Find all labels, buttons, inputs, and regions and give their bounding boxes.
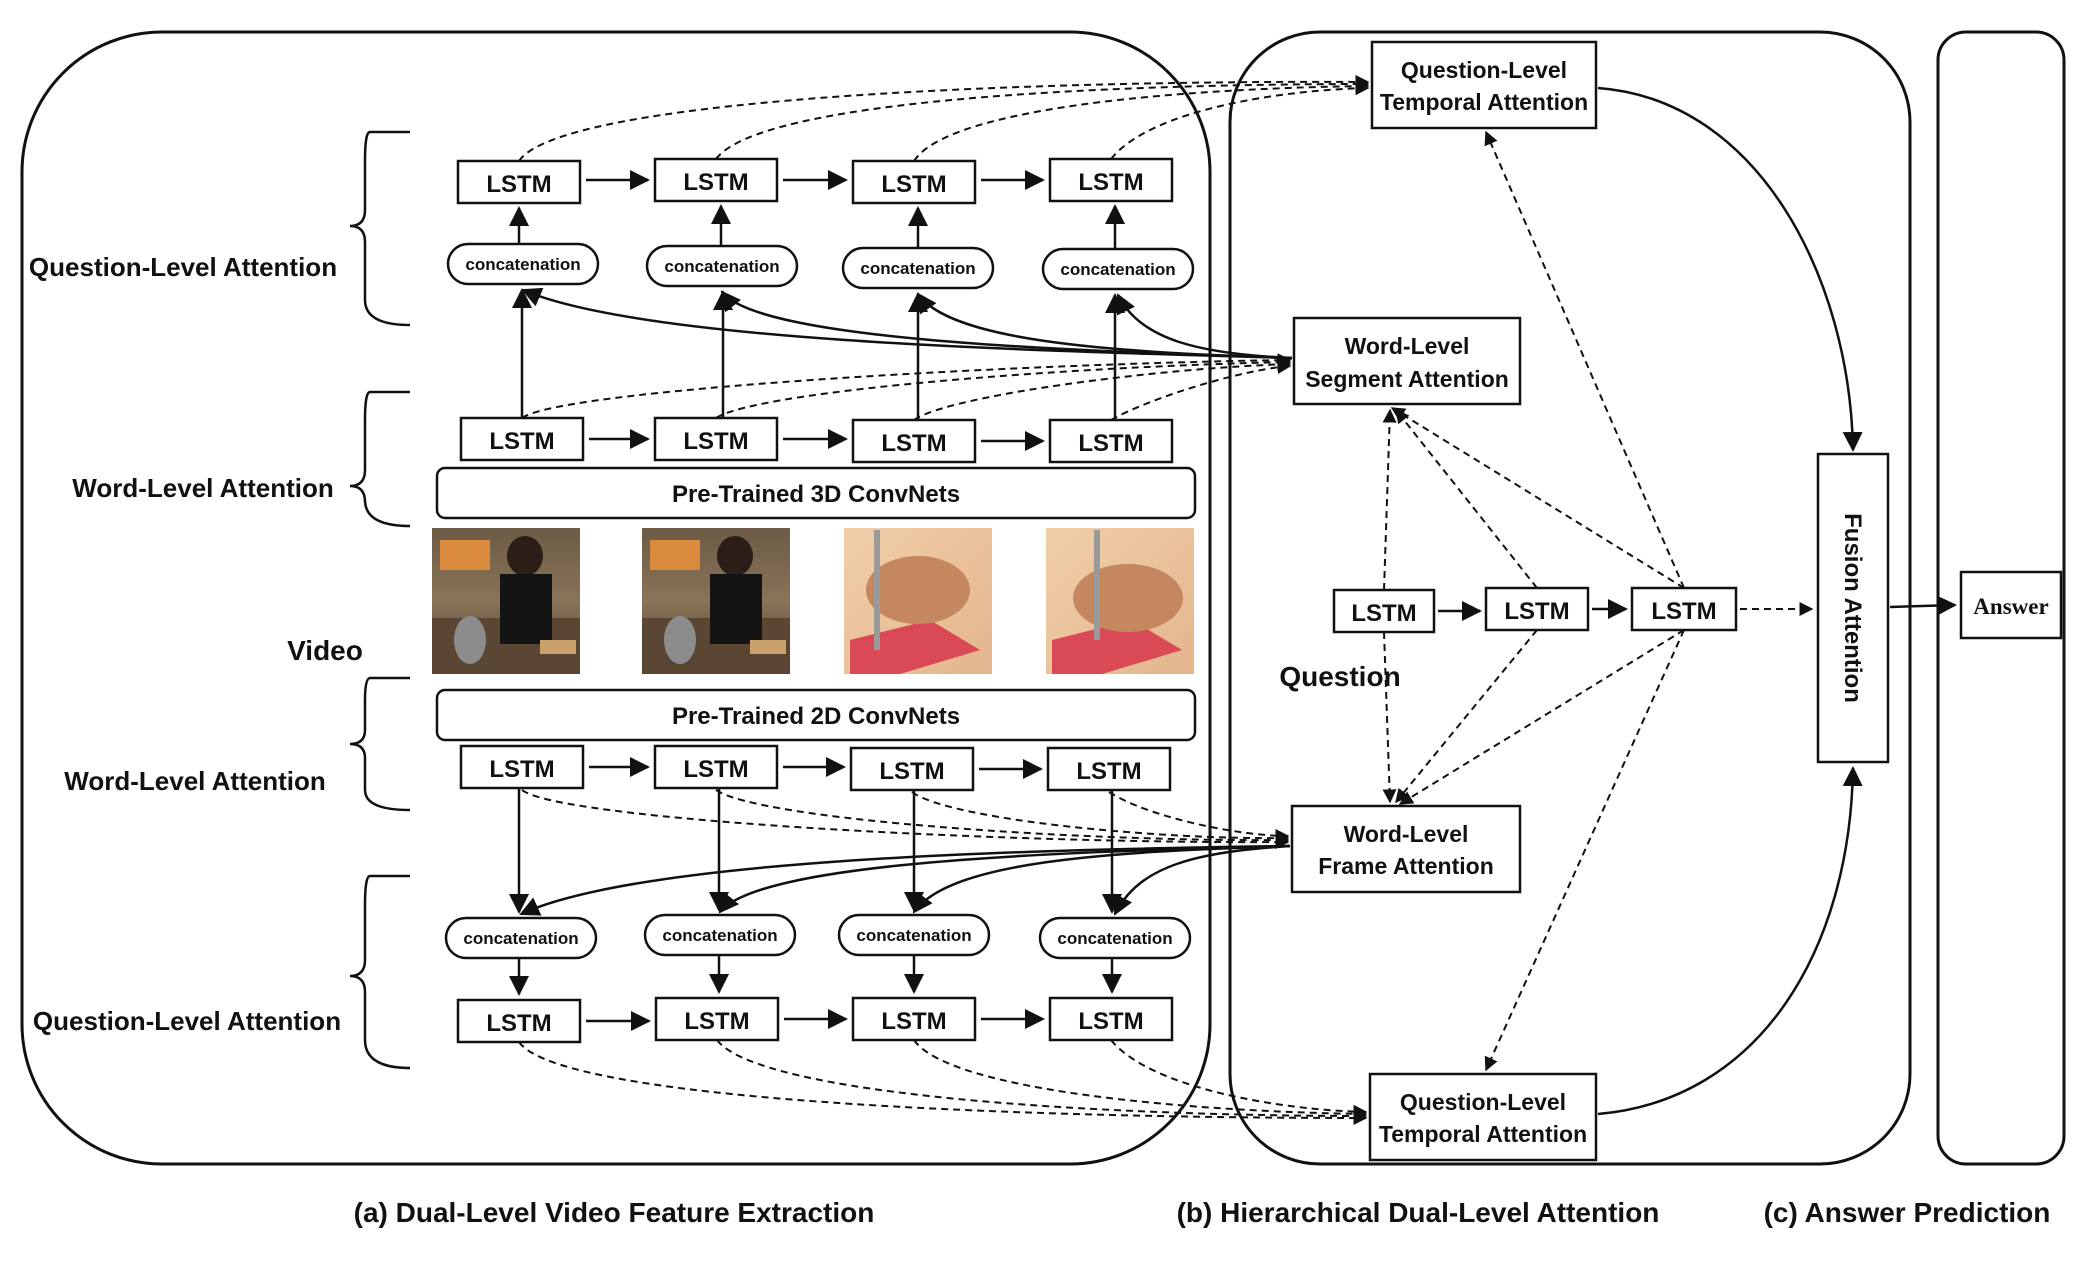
lstm-w-bottom-3: LSTM [879, 758, 944, 785]
w-frame-line2: Frame Attention [1318, 853, 1494, 879]
concat-top-1: concatenation [465, 255, 580, 274]
q-temporal-top-line1: Question-Level [1401, 57, 1567, 83]
caption-panel-c: (c) Answer Prediction [1764, 1197, 2051, 1228]
dashed-word-lstm-to-segment [521, 353, 1292, 421]
top-question-lstm-row: LSTM LSTM LSTM LSTM [456, 157, 1174, 205]
convnet-2d-label: Pre-Trained 2D ConvNets [672, 703, 960, 730]
lstm-w-top-1: LSTM [489, 428, 554, 455]
answer-box [1959, 570, 2063, 640]
concat-bottom-1: concatenation [463, 929, 578, 948]
lstm-q-bottom-1: LSTM [486, 1010, 551, 1037]
question-temporal-attention-top [1370, 40, 1598, 130]
solid-arrows-frame-to-concat [519, 844, 1291, 916]
video-frame-1 [432, 528, 580, 674]
dashed-top-lstm-to-temporal [518, 74, 1370, 162]
q-temporal-bottom-line1: Question-Level [1400, 1089, 1566, 1115]
video-frame-2 [642, 528, 790, 674]
bracket-question-bottom [349, 874, 411, 1070]
arrow-bottom-temporal-to-fusion [1597, 766, 1863, 1116]
label-question: Question [1279, 661, 1400, 692]
video-frame-4 [1046, 528, 1194, 674]
lstm-q-bottom-2: LSTM [684, 1008, 749, 1035]
solid-arrows-segment-to-concat [521, 287, 1293, 360]
label-video: Video [287, 635, 363, 666]
lstm-w-bottom-4: LSTM [1076, 758, 1141, 785]
bottom-concatenation-row: concatenation concatenation concatenatio… [444, 913, 1192, 996]
concat-bottom-2: concatenation [662, 926, 777, 945]
lstm-question-1: LSTM [1351, 600, 1416, 627]
label-word-level-top: Word-Level Attention [72, 473, 333, 503]
question-lstm-row: LSTM LSTM LSTM [1332, 586, 1738, 634]
fusion-attention-label: Fusion Attention [1839, 513, 1866, 703]
word-frame-attention [1290, 804, 1522, 894]
bottom-word-lstm-row: LSTM LSTM LSTM LSTM [459, 744, 1172, 914]
concat-top-2: concatenation [664, 257, 779, 276]
label-question-level-top: Question-Level Attention [29, 252, 337, 282]
lstm-q-top-2: LSTM [683, 169, 748, 196]
fusion-attention-box [1816, 452, 1890, 764]
bracket-word-bottom [349, 676, 411, 812]
dashed-word-lstm-to-frame [521, 789, 1290, 850]
question-temporal-attention-bottom [1368, 1072, 1598, 1162]
q-temporal-top-line2: Temporal Attention [1380, 89, 1588, 115]
lstm-w-bottom-1: LSTM [489, 756, 554, 783]
lstm-q-top-1: LSTM [486, 171, 551, 198]
word-segment-attention [1292, 316, 1522, 406]
convnet-2d-box [435, 688, 1197, 742]
w-frame-line1: Word-Level [1344, 821, 1469, 847]
lstm-w-top-2: LSTM [683, 428, 748, 455]
lstm-question-3: LSTM [1651, 598, 1716, 625]
dashed-question-to-attention [1382, 130, 1814, 1072]
bracket-question-top [349, 130, 411, 327]
w-segment-line2: Segment Attention [1305, 366, 1509, 392]
arrow-top-temporal-to-fusion [1597, 86, 1863, 452]
lstm-w-top-3: LSTM [881, 430, 946, 457]
concat-top-3: concatenation [860, 259, 975, 278]
top-word-lstm-row: LSTM LSTM LSTM LSTM [459, 288, 1174, 464]
answer-label: Answer [1973, 594, 2048, 619]
concat-top-4: concatenation [1060, 260, 1175, 279]
top-concatenation-row: concatenation concatenation concatenatio… [446, 204, 1195, 291]
lstm-q-top-3: LSTM [881, 171, 946, 198]
video-frame-3 [844, 528, 992, 674]
panel-b-outline [1228, 30, 1912, 1166]
caption-panel-a: (a) Dual-Level Video Feature Extraction [354, 1197, 875, 1228]
concat-bottom-3: concatenation [856, 926, 971, 945]
lstm-q-bottom-3: LSTM [881, 1008, 946, 1035]
label-word-level-bottom: Word-Level Attention [64, 766, 325, 796]
lstm-q-bottom-4: LSTM [1078, 1008, 1143, 1035]
dashed-bottom-lstm-to-temporal [518, 1039, 1368, 1125]
lstm-question-2: LSTM [1504, 598, 1569, 625]
convnet-3d-box [435, 466, 1197, 520]
q-temporal-bottom-line2: Temporal Attention [1379, 1121, 1587, 1147]
arrow-fusion-to-answer [1889, 595, 1957, 616]
label-question-level-bottom: Question-Level Attention [33, 1006, 341, 1036]
convnet-3d-label: Pre-Trained 3D ConvNets [672, 481, 960, 508]
caption-panel-b: (b) Hierarchical Dual-Level Attention [1177, 1197, 1660, 1228]
lstm-w-bottom-2: LSTM [683, 756, 748, 783]
lstm-q-top-4: LSTM [1078, 169, 1143, 196]
lstm-w-top-4: LSTM [1078, 430, 1143, 457]
bottom-question-lstm-row: LSTM LSTM LSTM LSTM [456, 996, 1174, 1044]
w-segment-line1: Word-Level [1345, 333, 1470, 359]
bracket-word-top [349, 390, 411, 528]
concat-bottom-4: concatenation [1057, 929, 1172, 948]
panel-a-outline [20, 30, 1212, 1166]
